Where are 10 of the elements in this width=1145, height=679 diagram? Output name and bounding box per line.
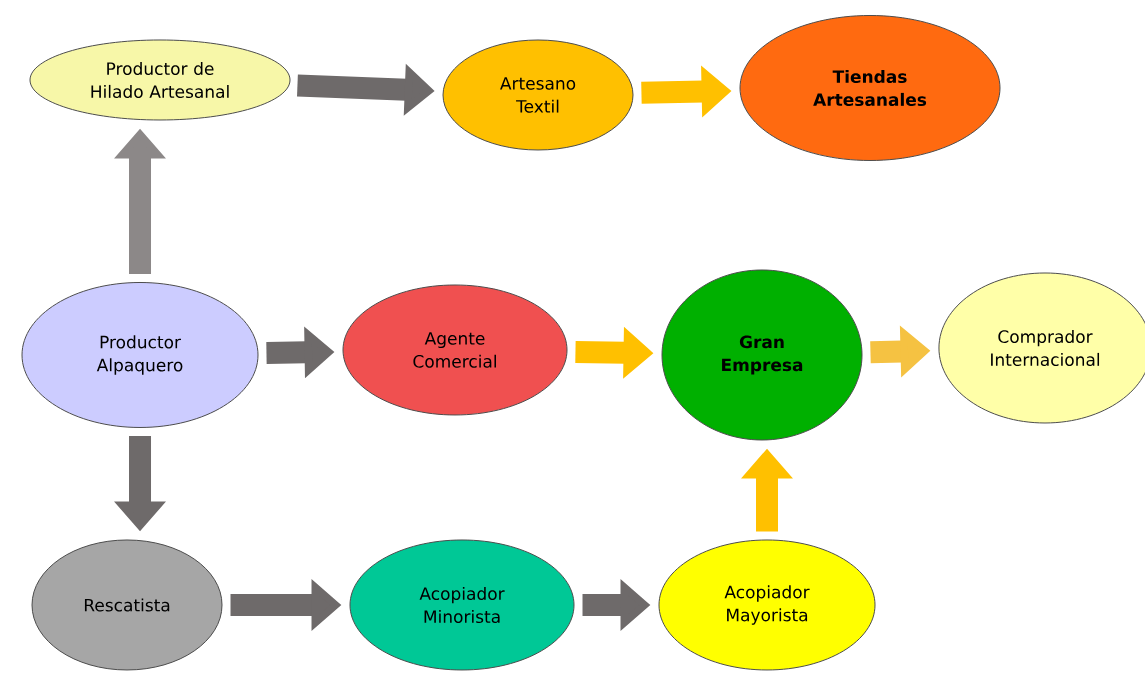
ellipse-node: Productor de Hilado Artesanal (29, 39, 291, 121)
ellipse-node: Agente Comercial (342, 284, 568, 416)
ellipse-node: Acopiador Mayorista (658, 539, 876, 671)
ellipse-node: Acopiador Minorista (349, 539, 575, 671)
ellipse-node: Tiendas Artesanales (739, 15, 1001, 161)
ellipse-node: Comprador Internacional (938, 272, 1145, 424)
ellipse-node: Rescatista (31, 539, 223, 671)
ellipse-node: Gran Empresa (661, 269, 863, 441)
ellipse-node: Artesano Textil (442, 39, 634, 151)
ellipse-node: Productor Alpaquero (21, 282, 259, 428)
